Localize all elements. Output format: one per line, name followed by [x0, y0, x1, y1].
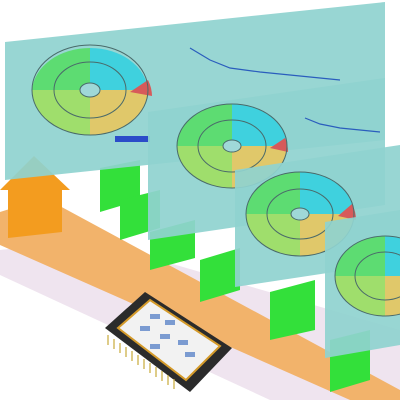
- pillar-3: [200, 248, 240, 302]
- segmented-dial-chart-icon: [334, 235, 400, 317]
- segmented-dial-chart-icon: [31, 44, 152, 136]
- trend-line: [189, 47, 341, 81]
- pillar-4: [270, 280, 315, 340]
- dashboard-panel-4: [325, 210, 400, 358]
- trend-line: [304, 117, 381, 133]
- microcontroller-board-icon: [105, 292, 232, 392]
- status-bar: [115, 136, 150, 142]
